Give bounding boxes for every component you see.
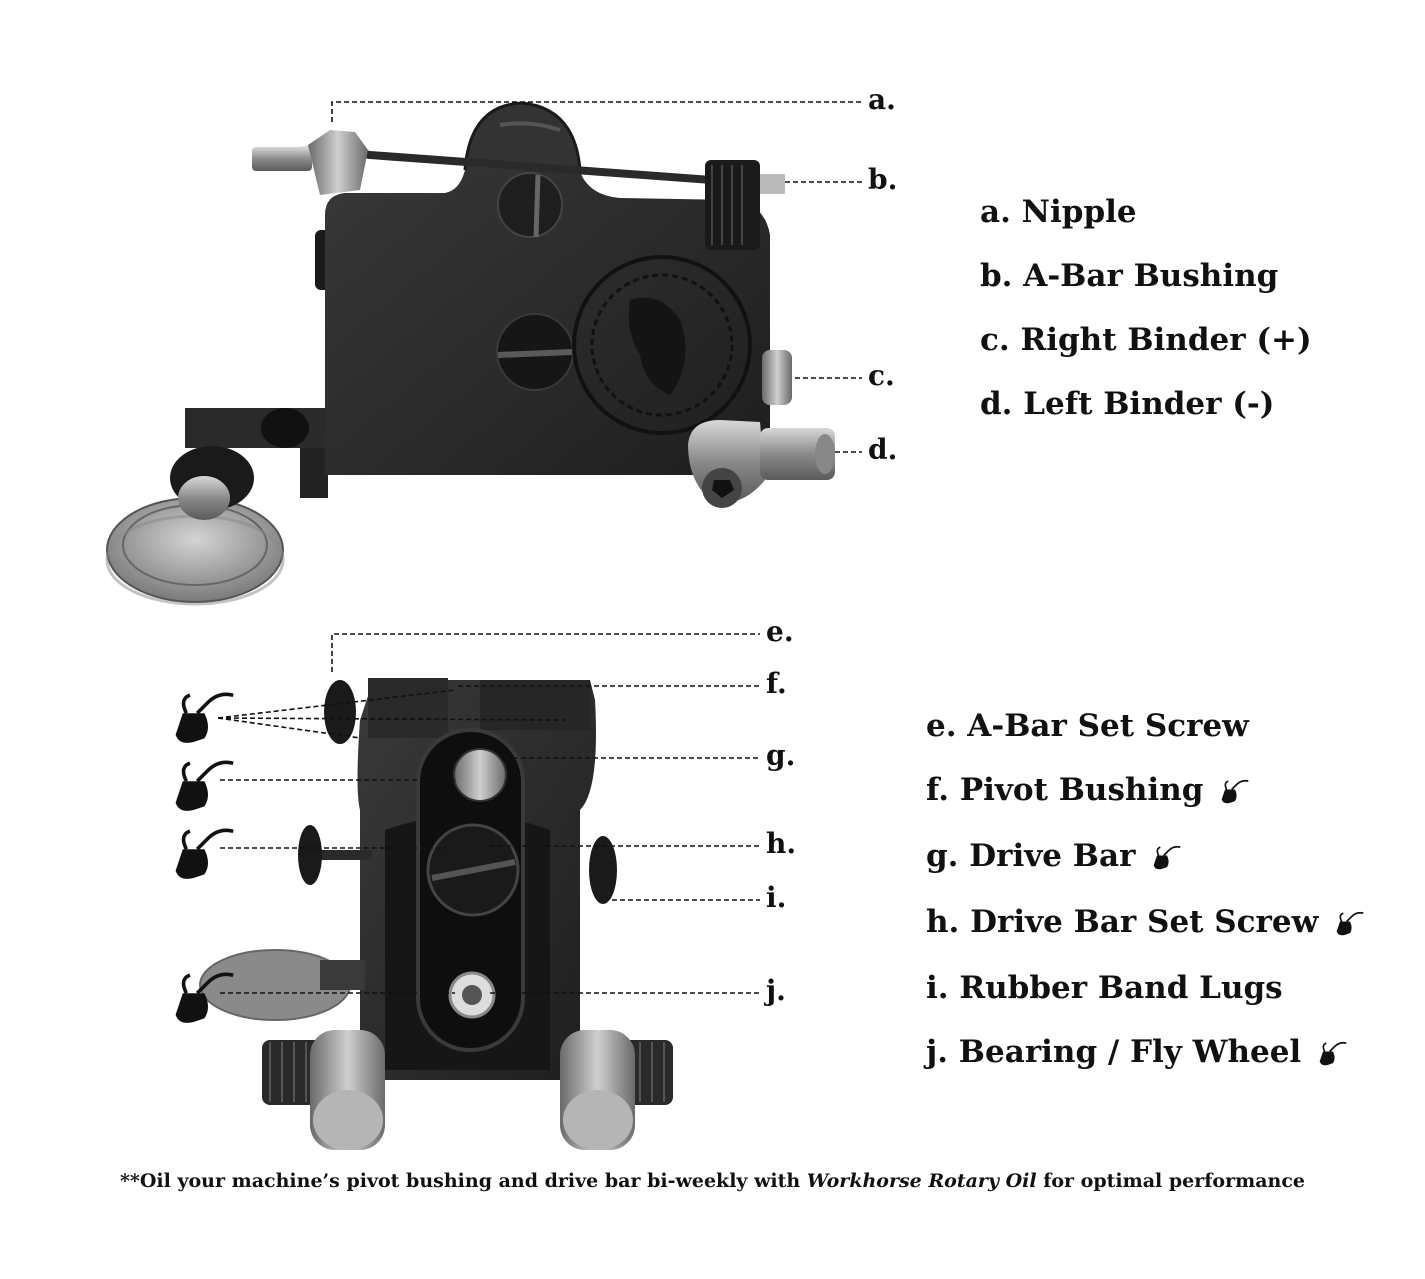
oil-can-icon	[1318, 1041, 1348, 1066]
leader-lines	[217, 101, 862, 994]
oil-can-icon	[1335, 911, 1365, 936]
oil-can-icon	[1221, 779, 1250, 804]
legend-drive-bar: g. Drive Bar	[926, 838, 1182, 874]
top-machine-photo	[105, 101, 835, 606]
oil-can-icon	[1153, 845, 1182, 870]
legend-label: g. Drive Bar	[926, 838, 1136, 874]
legend-rubber-band-lugs: i. Rubber Band Lugs	[926, 970, 1283, 1006]
product-name: Workhorse Rotary Oil	[806, 1170, 1037, 1192]
callout-f: f.	[766, 667, 787, 700]
legend-label: j. Bearing / Fly Wheel	[926, 1034, 1302, 1070]
footnote-text: **Oil your machine’s pivot bushing and d…	[119, 1170, 807, 1192]
bottom-machine-photo	[199, 678, 673, 1150]
legend-drive-bar-set-screw: h. Drive Bar Set Screw	[926, 904, 1365, 940]
legend-left-binder: d. Left Binder (-)	[980, 386, 1275, 422]
footnote-text-end: for optimal performance	[1036, 1170, 1306, 1192]
legend-label: h. Drive Bar Set Screw	[926, 904, 1319, 940]
oil-can-icon	[173, 692, 235, 745]
callout-d: d.	[868, 433, 898, 466]
legend-label: e. A-Bar Set Screw	[926, 708, 1249, 744]
callout-c: c.	[868, 359, 895, 392]
callout-e: e.	[766, 615, 794, 648]
callout-b: b.	[868, 163, 898, 196]
legend-a-bar-set-screw: e. A-Bar Set Screw	[926, 708, 1249, 744]
footnote: **Oil your machine’s pivot bushing and d…	[0, 1170, 1425, 1192]
legend-a-bar-bushing: b. A-Bar Bushing	[980, 258, 1279, 294]
callout-a: a.	[868, 83, 896, 116]
legend-label: f. Pivot Bushing	[926, 772, 1204, 808]
legend-bearing-fly-wheel: j. Bearing / Fly Wheel	[926, 1034, 1348, 1070]
legend-label: i. Rubber Band Lugs	[926, 970, 1283, 1006]
callout-g: g.	[766, 739, 796, 772]
callout-i: i.	[766, 881, 787, 914]
legend-right-binder: c. Right Binder (+)	[980, 322, 1312, 358]
callout-j: j.	[766, 974, 786, 1007]
oil-can-icon	[173, 760, 235, 813]
legend-nipple: a. Nipple	[980, 194, 1137, 230]
oil-can-icon	[173, 828, 235, 881]
callout-h: h.	[766, 827, 797, 860]
legend-pivot-bushing: f. Pivot Bushing	[926, 772, 1250, 808]
